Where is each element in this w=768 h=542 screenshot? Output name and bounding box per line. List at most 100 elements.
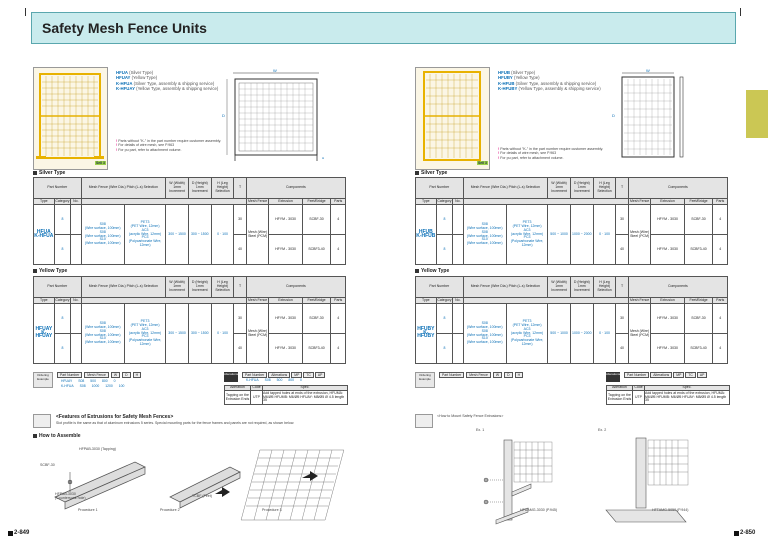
section-tab [746,90,768,138]
assembly-label-2: SCBF-30 [40,463,55,467]
part-number-cell: HFUAY K-HFUAY [33,303,55,364]
crop-mark [740,8,741,16]
left-product-header: HFUA (Silver Type) HFUAY (Yellow Type) K… [33,67,378,172]
t-cell: 40 [233,333,247,364]
col-head-components: Components [245,276,347,298]
col-head-h: H (Leg Height) Selection [210,177,235,199]
col-head-t: T [233,177,247,199]
silver-spec-table: Part Number Mesh Fence (Wire Dia.) Pitch… [33,177,347,265]
mesh-component-cell: Mesh (Wire) Steel (PCM) [245,204,270,265]
mesh-component-cell: Mesh (Wire) Steel (PCM) [245,303,270,364]
product-code-list: HFUA (Silver Type) HFUAY (Yellow Type) K… [116,70,219,92]
col-head-part: Part Number [33,276,82,298]
h-range-cell: 0 · 100 [210,204,235,265]
yellow-spec-table: Part Number Mesh Fence (Wire Dia.) Pitch… [33,276,347,364]
col-head-h: H (Leg Height) Selection [210,276,235,298]
d-range-cell: 300 ~ 1500 [187,303,212,364]
parts-cell: 4 [330,204,346,235]
order-head-part: Part Number [57,372,83,378]
page-icon [734,530,739,536]
part-number-cell: HFUBY K-HFUBY [415,303,437,364]
features-title: <Features of Extrusions for Safety Mesh … [56,414,174,420]
category-cell: 8 [53,234,72,265]
mounting-diagram-icon [483,437,689,525]
d-range-cell: 300 ~ 1500 [187,204,212,265]
mesh-right-cell: PET3(PET Wire, 12mm) AC3(acrylic Wire, 1… [123,303,167,364]
col-head-w: W (Width) 1mm Increment [165,276,189,298]
t-cell: 30 [233,204,247,235]
order-head-w: W [110,372,121,378]
extrusion-cell: HFYM - 3030 [268,303,303,334]
procedure-3: Procedure 3 [262,508,282,512]
assembly-label-3: HFPAB-3030 (Countersunk hole) [55,492,86,501]
svg-text:D: D [222,113,225,118]
category-cell: 8 [53,204,72,235]
w-range-cell: 300 ~ 1500 [165,303,189,364]
mesh-fence-photo-icon [36,73,104,159]
feet-cell: SCBF-30 [301,303,332,334]
silver-spec-table: Part Number Mesh Fence (Wire Dia.) Pitch… [415,177,729,265]
product-code-list: HFUB (Silver Type) HFUBY (Yellow Type) K… [498,70,601,92]
dimension-drawing-icon: W D [612,68,684,158]
part-number-cell: HFUB K-HFUB [415,204,437,265]
mesh-left-cell: S08(Wire surface, 100mm) S08(Wire surfac… [80,303,125,364]
alterations-label: Alterations [224,372,238,382]
svg-text:W: W [273,68,277,73]
page-title: Safety Mesh Fence Units [42,20,207,36]
assembly-label-4: TCBF (Feet) [192,494,212,498]
yellow-spec-table: Part Number Mesh Fence (Wire Dia.) Pitch… [415,276,729,364]
dimension-drawing-icon: W D H [222,68,324,161]
mount-label-1: HFUAMG-3030 (P.945) [520,508,558,512]
col-head-t: T [233,276,247,298]
product-photo [415,67,490,170]
svg-text:H: H [322,156,324,160]
w-range-cell: 300 ~ 1500 [165,204,189,265]
crop-mark [25,8,26,16]
ordering-example: Ordering Example Part Number Mesh Fence … [33,372,223,392]
col-head-components: Components [245,177,347,199]
feet-cell: SCBF-30 [301,204,332,235]
sell-tag: Sell 3 [95,161,106,165]
no-cell [70,204,82,235]
t-cell: 40 [233,234,247,265]
category-cell: 8 [53,333,72,364]
right-product-header: HFUB (Silver Type) HFUBY (Yellow Type) K… [415,67,745,172]
title-banner [31,12,736,44]
extrusion-cell: HFYM - 3030 [268,204,303,235]
svg-text:W: W [646,68,650,73]
example-icon [415,414,433,428]
no-cell [70,303,82,334]
svg-text:D: D [612,113,615,118]
product-notes: ! Parts without "K-" in the part number … [116,139,222,152]
order-head-h: H [132,372,142,378]
order-head-d: D [122,372,131,378]
section-heading-yellow: Yellow Type [33,268,67,274]
assembly-diagram-icon [54,449,345,521]
feet-cell: SCBF3-40 [301,234,332,265]
parts-cell: 4 [330,234,346,265]
product-notes: ! Parts without "K-" in the part number … [498,147,604,160]
ordering-headers: Part Number Mesh Fence W D H [57,372,142,378]
t-cell: 30 [233,303,247,334]
procedure-1: Procedure 1 [78,508,98,512]
order-head-mesh: Mesh Fence [84,372,109,378]
mount-label-2: HFTAMG-5050 (P.944) [652,508,689,512]
how-to-mount-title: <How to Mount Safety Fence Extrusions> [437,414,504,418]
col-head-w: W (Width) 1mm Increment [165,177,189,199]
no-cell [70,333,82,364]
col-head-d: D (Height) 1mm Increment [187,177,212,199]
mesh-fence-photo-icon [423,71,481,161]
assembly-label-1: HFPAB-3030 (Tapping) [79,447,116,451]
section-heading-silver: Silver Type [33,170,65,176]
extrusion-cell: HFYM - 3030 [268,333,303,364]
part-number-cell: HFUA K-HFUA [33,204,55,265]
parts-cell: 4 [330,333,346,364]
